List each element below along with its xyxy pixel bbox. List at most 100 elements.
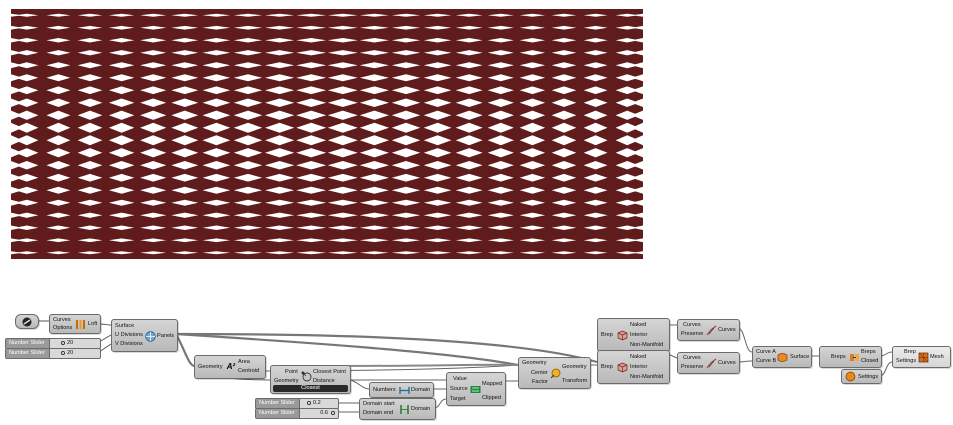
diamond-opening: [615, 38, 639, 43]
slider-knob[interactable]: [307, 401, 311, 405]
input-target[interactable]: Target: [450, 396, 466, 402]
output-curves[interactable]: Curves: [718, 327, 736, 333]
output-closest-point[interactable]: Closest Point: [313, 369, 346, 375]
input-curves[interactable]: Curves: [683, 322, 701, 328]
input-factor[interactable]: Factor: [532, 379, 548, 385]
diamond-opening: [487, 199, 514, 206]
mesh-brep-component[interactable]: Brep Settings Mesh: [892, 346, 951, 368]
slider-knob[interactable]: [331, 411, 335, 415]
input-geometry[interactable]: Geometry: [522, 360, 547, 366]
input-numbers[interactable]: Numbers: [373, 387, 396, 393]
area-component[interactable]: Geometry A² Area Centroid: [194, 355, 266, 379]
diamond-opening: [391, 13, 421, 17]
input-v-divisions[interactable]: V Divisions: [115, 341, 143, 347]
input-breps[interactable]: Breps: [831, 354, 846, 360]
diamond-opening: [140, 110, 167, 120]
input-value[interactable]: Value: [453, 376, 467, 382]
output-naked[interactable]: Naked: [630, 354, 647, 360]
output-curves[interactable]: Curves: [718, 360, 736, 366]
diamond-opening: [46, 110, 71, 120]
panels-component[interactable]: Surface U Divisions V Divisions Panels: [111, 319, 178, 352]
output-transform[interactable]: Transform: [562, 378, 588, 384]
input-settings[interactable]: Settings: [896, 358, 917, 364]
remap-numbers-component[interactable]: Value Source Target Mapped Clipped: [446, 372, 506, 406]
diamond-opening: [423, 86, 452, 95]
input-curve-b[interactable]: Curve B: [756, 358, 777, 364]
diamond-opening: [265, 110, 295, 120]
input-options[interactable]: Options: [53, 325, 73, 331]
join-curves-component-2[interactable]: Curves Preserve Curves: [677, 352, 740, 374]
input-geometry[interactable]: Geometry: [198, 364, 223, 370]
input-brep[interactable]: Brep: [601, 364, 613, 370]
slider-knob[interactable]: [61, 341, 65, 345]
input-geometry[interactable]: Geometry: [274, 378, 299, 384]
output-loft[interactable]: Loft: [88, 321, 98, 327]
input-curves[interactable]: Curves: [53, 317, 71, 323]
output-interior[interactable]: Interior: [630, 332, 648, 338]
output-domain[interactable]: Domain: [411, 406, 431, 412]
diamond-opening: [391, 186, 421, 194]
mesh-settings-component[interactable]: Settings: [841, 369, 882, 384]
output-surface[interactable]: Surface: [790, 354, 810, 360]
loft-component[interactable]: Curves Options Loft: [49, 314, 101, 334]
input-curve-a[interactable]: Curve A: [756, 349, 776, 355]
diamond-opening: [327, 122, 358, 133]
brep-edges-component-2[interactable]: Brep Naked Interior Non-Manifold: [597, 350, 670, 384]
output-non-manifold[interactable]: Non-Manifold: [630, 374, 664, 380]
diamond-opening: [327, 110, 358, 120]
curve-parameter[interactable]: [15, 314, 39, 329]
output-domain[interactable]: Domain: [411, 387, 431, 393]
closest-point-component[interactable]: Point Geometry Closest Point Distance Cl…: [270, 365, 351, 394]
number-slider-domain-end[interactable]: Number Slider 0.6: [255, 408, 339, 419]
output-mesh[interactable]: Mesh: [930, 354, 944, 360]
input-center[interactable]: Center: [531, 370, 548, 376]
input-point[interactable]: Point: [285, 369, 298, 375]
input-preserve[interactable]: Preserve: [681, 364, 704, 370]
diamond-opening: [583, 186, 608, 194]
output-breps[interactable]: Breps: [861, 349, 876, 355]
output-closed[interactable]: Closed: [861, 358, 879, 364]
diamond-opening: [455, 238, 483, 243]
number-slider-v[interactable]: Number Slider 20: [5, 348, 101, 359]
slider-knob[interactable]: [61, 351, 65, 355]
join-curves-component-1[interactable]: Curves Preserve Curves: [677, 319, 740, 341]
input-u-divisions[interactable]: U Divisions: [115, 332, 143, 338]
input-curves[interactable]: Curves: [683, 355, 701, 361]
output-geometry[interactable]: Geometry: [562, 364, 587, 370]
diamond-opening: [108, 251, 135, 255]
loft-icon: [74, 318, 86, 330]
bounds-component[interactable]: Numbers Domain: [369, 382, 434, 398]
output-centroid[interactable]: Centroid: [238, 368, 260, 374]
ruled-surface-component[interactable]: Curve A Curve B Surface: [752, 346, 812, 368]
diamond-opening: [391, 122, 421, 133]
scale-component[interactable]: Geometry Center Factor Geometry Transfor…: [518, 357, 591, 389]
brep-edges-component-1[interactable]: Brep Naked Interior Non-Manifold: [597, 318, 670, 352]
input-domain-start[interactable]: Domain start: [363, 401, 395, 407]
output-clipped[interactable]: Clipped: [482, 395, 501, 401]
input-surface[interactable]: Surface: [115, 323, 135, 329]
construct-domain-component[interactable]: Domain start Domain end Domain: [359, 398, 436, 420]
output-non-manifold[interactable]: Non-Manifold: [630, 342, 664, 348]
input-brep[interactable]: Brep: [904, 349, 916, 355]
diamond-opening: [171, 199, 199, 206]
output-panels[interactable]: Panels: [157, 333, 175, 339]
input-domain-end[interactable]: Domain end: [363, 410, 394, 416]
diamond-opening: [551, 135, 577, 146]
output-mapped[interactable]: Mapped: [482, 381, 503, 387]
input-source[interactable]: Source: [450, 386, 468, 392]
input-preserve[interactable]: Preserve: [681, 331, 704, 337]
output-interior[interactable]: Interior: [630, 364, 648, 370]
closest-point-icon: [300, 370, 312, 382]
input-brep[interactable]: Brep: [601, 332, 613, 338]
join-breps-component[interactable]: Breps Breps Closed: [819, 346, 882, 368]
output-area[interactable]: Area: [238, 359, 250, 365]
diamond-opening: [140, 62, 167, 69]
slider-label: Number Slider: [6, 349, 50, 358]
output-settings[interactable]: Settings: [858, 374, 879, 380]
diamond-opening: [140, 148, 167, 158]
diamond-opening: [171, 13, 199, 17]
output-distance[interactable]: Distance: [313, 378, 335, 384]
diamond-opening: [487, 225, 514, 230]
diamond-opening: [423, 148, 452, 158]
output-naked[interactable]: Naked: [630, 322, 647, 328]
